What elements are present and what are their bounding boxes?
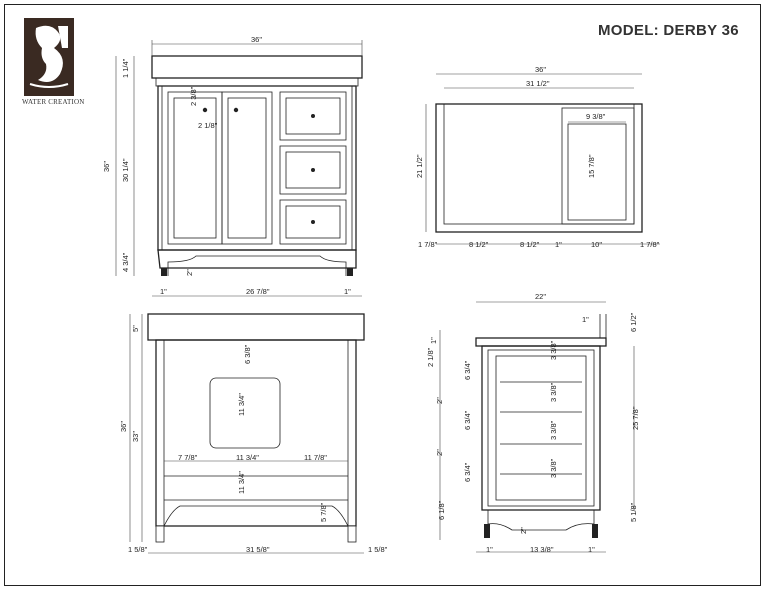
drawer-1	[279, 91, 347, 141]
back-foot-label: 5 7/8"	[319, 502, 328, 522]
side-toe-label: 2"	[519, 527, 528, 534]
side-drawer-0: 3 3/8"	[549, 340, 558, 360]
back-cabinet	[155, 339, 357, 527]
back-bottom-0: 1 5/8"	[128, 545, 148, 554]
front-top	[151, 55, 363, 79]
front-cabinet	[157, 85, 357, 251]
front-top-label: 1 1/4"	[121, 58, 130, 78]
side-inner	[495, 355, 587, 501]
top-dim-0: 1 7/8"	[418, 240, 438, 249]
side-drawer-1: 3 3/8"	[549, 382, 558, 402]
left-door	[167, 91, 223, 245]
top-dim-1: 8 1/2"	[469, 240, 489, 249]
front-apron	[155, 77, 359, 87]
front-base	[157, 249, 357, 269]
front-inner-h-label: 2 1/8"	[198, 121, 218, 130]
side-left-0: 1"	[429, 337, 438, 344]
front-cabinet-label: 30 1/4"	[121, 158, 130, 182]
top-dim-4: 10"	[591, 240, 602, 249]
side-left-1: 2 1/8"	[426, 347, 435, 367]
front-base-label: 4 3/4"	[121, 252, 130, 272]
top-drawer	[561, 107, 635, 225]
front-width-label: 36"	[251, 35, 262, 44]
top-dim-5: 1 7/8"	[640, 240, 660, 249]
front-view: 36" 36" 1 1/4" 30 1/4" 4 3/4" 2 3/8" 2 1…	[102, 35, 363, 297]
right-door	[221, 91, 273, 245]
side-splash-h-label: 6 1/2"	[629, 312, 638, 332]
side-bottom-2: 1"	[588, 545, 595, 554]
top-dim-3: 1"	[555, 240, 562, 249]
top-view: 36" 31 1/2" 9 3/8" 15 7/8" 21 1/2" 1 7/8…	[415, 65, 660, 249]
top-outline	[435, 103, 643, 233]
top-drawer-d-label: 15 7/8"	[587, 154, 596, 178]
back-height-label: 36"	[119, 421, 128, 432]
back-sink-top-label: 6 3/8"	[243, 344, 252, 364]
back-bottom-2: 1 5/8"	[368, 545, 388, 554]
front-base-width: 26 7/8"	[246, 287, 270, 296]
back-sink-cutout	[209, 377, 281, 449]
figure-logo-icon	[24, 18, 74, 96]
model-title: MODEL: DERBY 36	[598, 22, 739, 39]
back-mid-2: 11 7/8"	[304, 453, 327, 462]
side-left-7: 6 1/8"	[437, 500, 446, 520]
top-height-label: 21 1/2"	[415, 154, 424, 178]
side-foot-label: 5 1/8"	[629, 502, 638, 522]
top-drawer-w-label: 9 3/8"	[586, 112, 606, 121]
side-inner-h-label: 25 7/8"	[631, 406, 640, 430]
side-depth-label: 22"	[535, 292, 546, 301]
top-dim-2: 8 1/2"	[520, 240, 540, 249]
side-drawer-3: 3 3/8"	[549, 458, 558, 478]
side-splash-label: 1"	[582, 315, 589, 324]
side-bottom-0: 1"	[486, 545, 493, 554]
back-view: 36" 5" 33" 6 3/8" 11 3/4" 11 3/4" 5 7/8"…	[119, 313, 388, 554]
front-inner-v-label: 2 3/8"	[189, 86, 198, 106]
front-left-margin: 1"	[160, 287, 167, 296]
front-right-margin: 1"	[344, 287, 351, 296]
back-top-label: 5"	[131, 325, 140, 332]
side-left-3: 2"	[435, 397, 444, 404]
side-view: 22" 1" 6 1/2" 1" 2 1/8" 6 3/4" 2" 6 3/4"…	[426, 292, 640, 554]
top-width-label: 36"	[535, 65, 546, 74]
side-top	[475, 337, 607, 347]
front-foot-label: 2"	[185, 269, 194, 276]
side-drawer-2: 3 3/8"	[549, 420, 558, 440]
back-top	[147, 313, 365, 341]
side-left-2: 6 3/4"	[463, 360, 472, 380]
side-bottom-1: 13 3/8"	[530, 545, 554, 554]
back-mid-0: 7 7/8"	[178, 453, 198, 462]
back-bottom-1: 31 5/8"	[246, 545, 270, 554]
top-inner-width-label: 31 1/2"	[526, 79, 550, 88]
back-lower-h-label: 11 3/4"	[237, 471, 246, 494]
side-left-6: 6 3/4"	[463, 462, 472, 482]
side-left-5: 2"	[435, 449, 444, 456]
side-cabinet	[481, 345, 601, 511]
back-mid-1: 11 3/4"	[236, 453, 259, 462]
side-left-4: 6 3/4"	[463, 410, 472, 430]
logo-text: WATER CREATION	[22, 98, 85, 106]
page-border	[4, 4, 761, 586]
drawer-2	[279, 145, 347, 195]
front-height-label: 36"	[102, 161, 111, 172]
drawer-3	[279, 199, 347, 245]
logo-figure	[29, 25, 69, 88]
back-sink-h-label: 11 3/4"	[237, 393, 246, 416]
back-cabinet-label: 33"	[131, 431, 140, 442]
